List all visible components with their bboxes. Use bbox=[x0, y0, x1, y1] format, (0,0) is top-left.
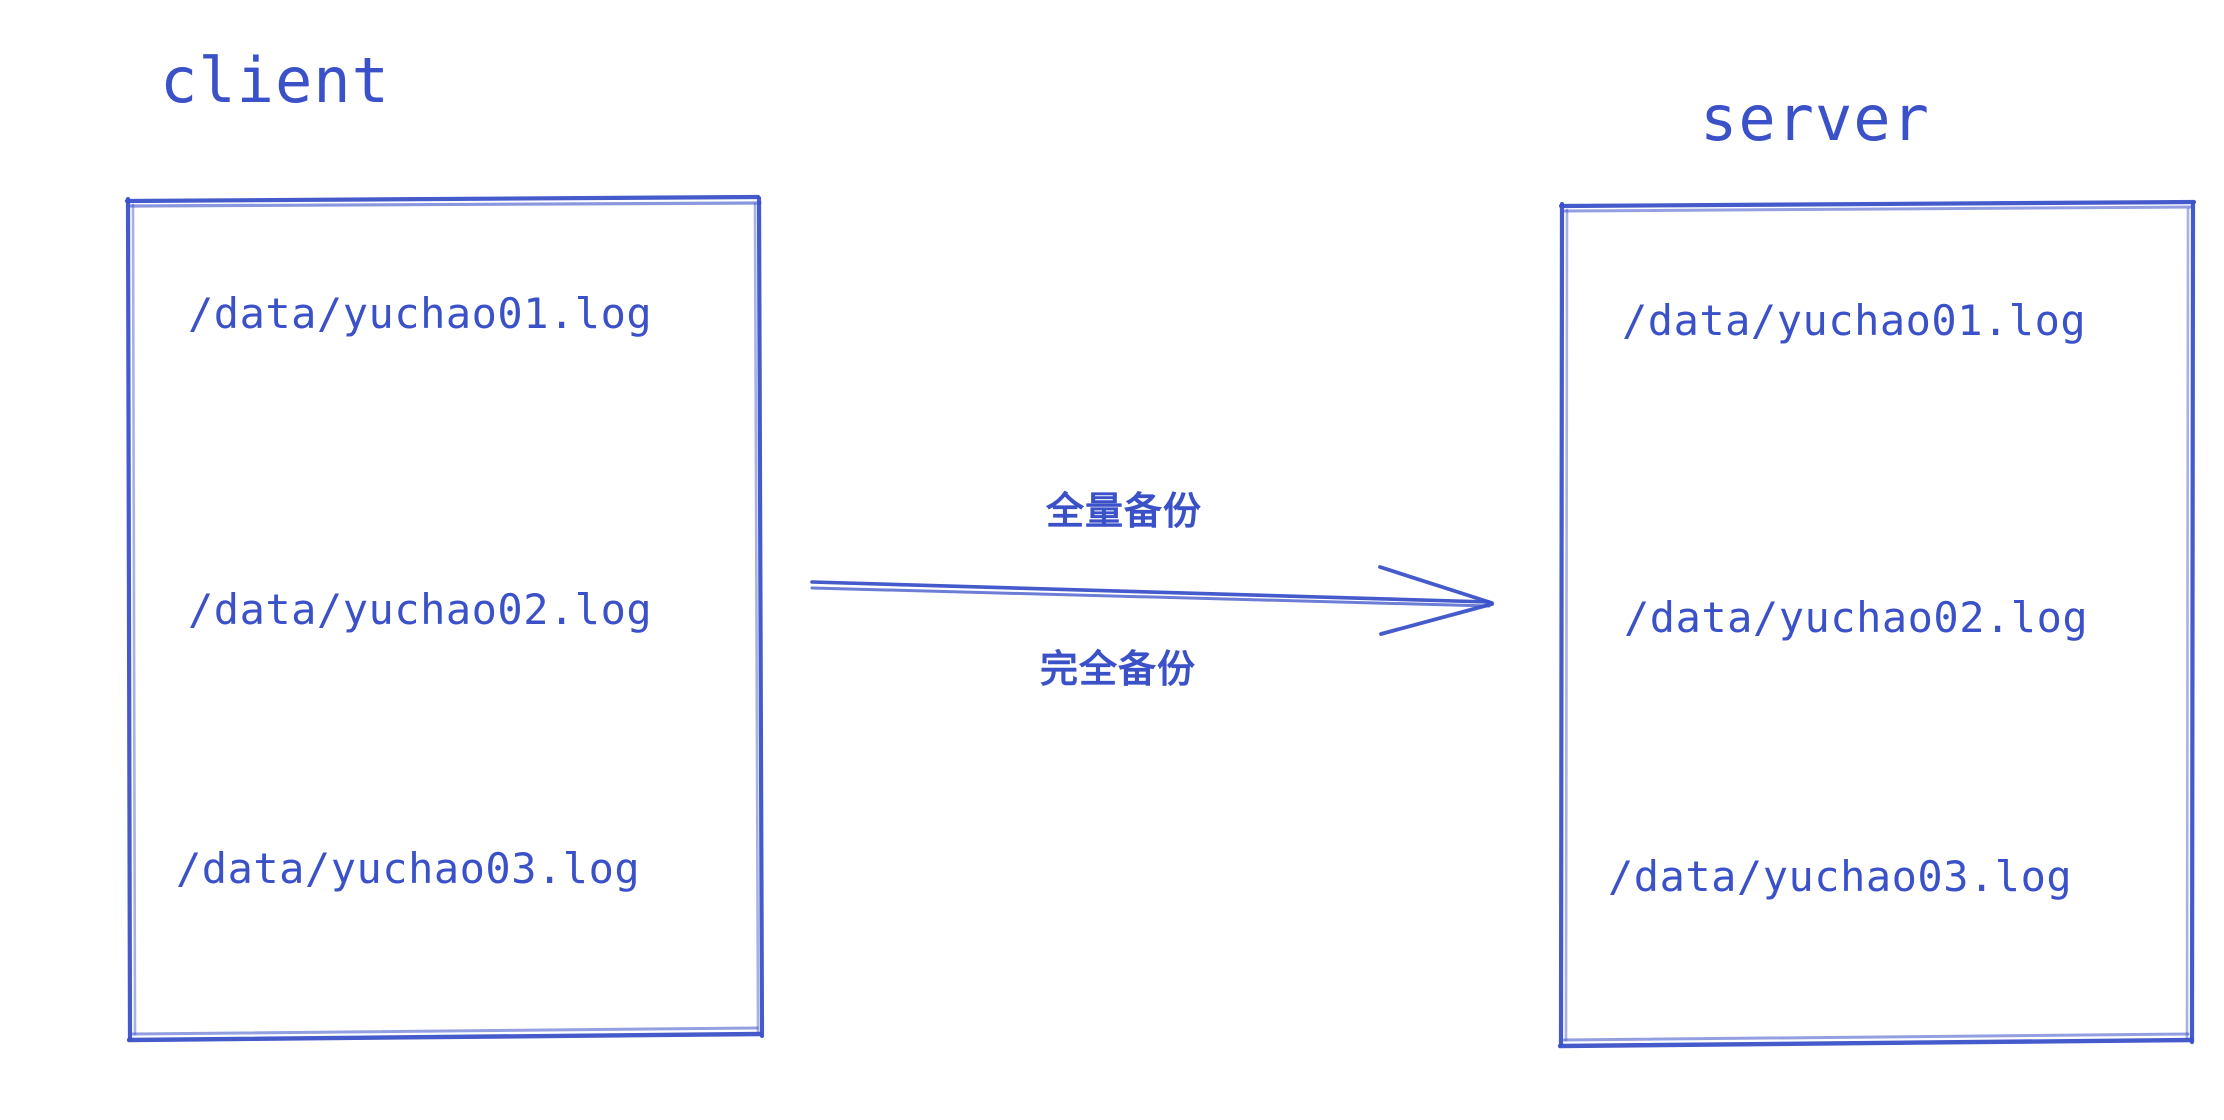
client-file-path: /data/yuchao02.log bbox=[188, 585, 653, 634]
arrow-label-top: 全量备份 bbox=[1046, 489, 1203, 533]
arrow-label-bottom: 完全备份 bbox=[1040, 647, 1197, 691]
server-file-path: /data/yuchao03.log bbox=[1608, 852, 2073, 901]
client-title: client bbox=[160, 44, 390, 117]
server-title: server bbox=[1700, 82, 1930, 155]
client-file-path: /data/yuchao01.log bbox=[188, 289, 653, 338]
arrow-right-icon bbox=[810, 565, 1494, 636]
client-file-path: /data/yuchao03.log bbox=[176, 844, 641, 893]
server-file-path: /data/yuchao02.log bbox=[1624, 593, 2089, 642]
server-file-path: /data/yuchao01.log bbox=[1622, 296, 2087, 345]
